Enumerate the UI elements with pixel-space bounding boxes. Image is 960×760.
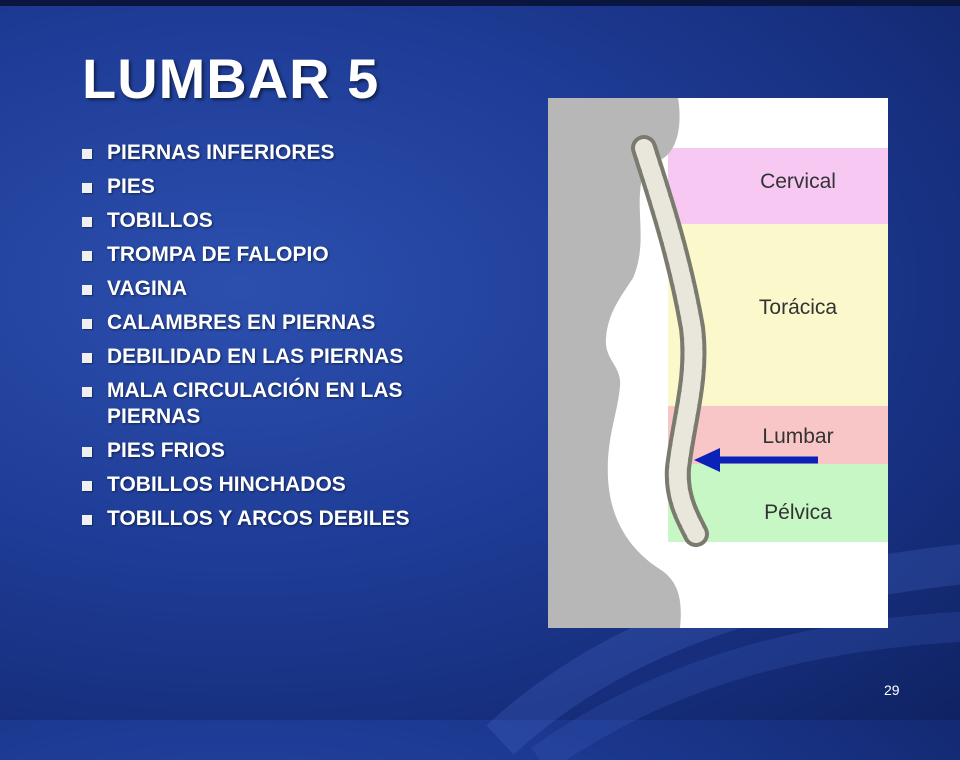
square-bullet-icon xyxy=(82,515,92,525)
region-label-thoracic: Torácica xyxy=(759,296,838,319)
square-bullet-icon xyxy=(82,353,92,363)
list-item-label: TROMPA DE FALOPIO xyxy=(107,243,329,266)
square-bullet-icon xyxy=(82,217,92,227)
list-item-label: PIES FRIOS xyxy=(107,439,225,462)
body-silhouette xyxy=(548,98,681,628)
spine-diagram-svg: Cervical Torácica Lumbar Pélvica xyxy=(548,98,888,628)
symptom-list: PIERNAS INFERIORES PIES TOBILLOS TROMPA … xyxy=(82,140,472,540)
list-item-label: PIERNAS INFERIORES xyxy=(107,141,335,164)
region-band-lumbar xyxy=(668,406,888,464)
square-bullet-icon xyxy=(82,149,92,159)
square-bullet-icon xyxy=(82,387,92,397)
square-bullet-icon xyxy=(82,183,92,193)
list-item-label: TOBILLOS xyxy=(107,209,213,232)
region-label-cervical: Cervical xyxy=(760,170,836,193)
list-item: CALAMBRES EN PIERNAS xyxy=(82,310,472,336)
list-item: PIES FRIOS xyxy=(82,438,472,464)
list-item-label: PIES xyxy=(107,175,155,198)
list-item-label: TOBILLOS HINCHADOS xyxy=(107,473,346,496)
list-item: TOBILLOS Y ARCOS DEBILES xyxy=(82,506,472,532)
page-number: 29 xyxy=(884,682,900,698)
region-band-cervical xyxy=(668,148,888,224)
list-item: DEBILIDAD EN LAS PIERNAS xyxy=(82,344,472,370)
list-item-label: DEBILIDAD EN LAS PIERNAS xyxy=(107,345,404,368)
list-item: TROMPA DE FALOPIO xyxy=(82,242,472,268)
left-arrow-icon xyxy=(694,448,818,472)
region-label-pelvic: Pélvica xyxy=(764,501,832,524)
slide-title: LUMBAR 5 xyxy=(82,47,380,110)
region-label-lumbar: Lumbar xyxy=(762,425,833,448)
square-bullet-icon xyxy=(82,319,92,329)
square-bullet-icon xyxy=(82,251,92,261)
list-item-label: CALAMBRES EN PIERNAS xyxy=(107,311,376,334)
list-item-label: MALA CIRCULACIÓN EN LAS PIERNAS xyxy=(107,379,403,428)
list-item-label: TOBILLOS Y ARCOS DEBILES xyxy=(107,507,410,530)
list-item: MALA CIRCULACIÓN EN LAS PIERNAS xyxy=(82,378,472,430)
square-bullet-icon xyxy=(82,447,92,457)
list-item: PIERNAS INFERIORES xyxy=(82,140,472,166)
list-item-label: VAGINA xyxy=(107,277,188,300)
top-dark-band xyxy=(0,0,960,6)
list-item: PIES xyxy=(82,174,472,200)
list-item: VAGINA xyxy=(82,276,472,302)
spine-column xyxy=(631,135,709,547)
list-item: TOBILLOS HINCHADOS xyxy=(82,472,472,498)
square-bullet-icon xyxy=(82,285,92,295)
square-bullet-icon xyxy=(82,481,92,491)
spine-diagram: Cervical Torácica Lumbar Pélvica xyxy=(548,98,888,628)
list-item: TOBILLOS xyxy=(82,208,472,234)
